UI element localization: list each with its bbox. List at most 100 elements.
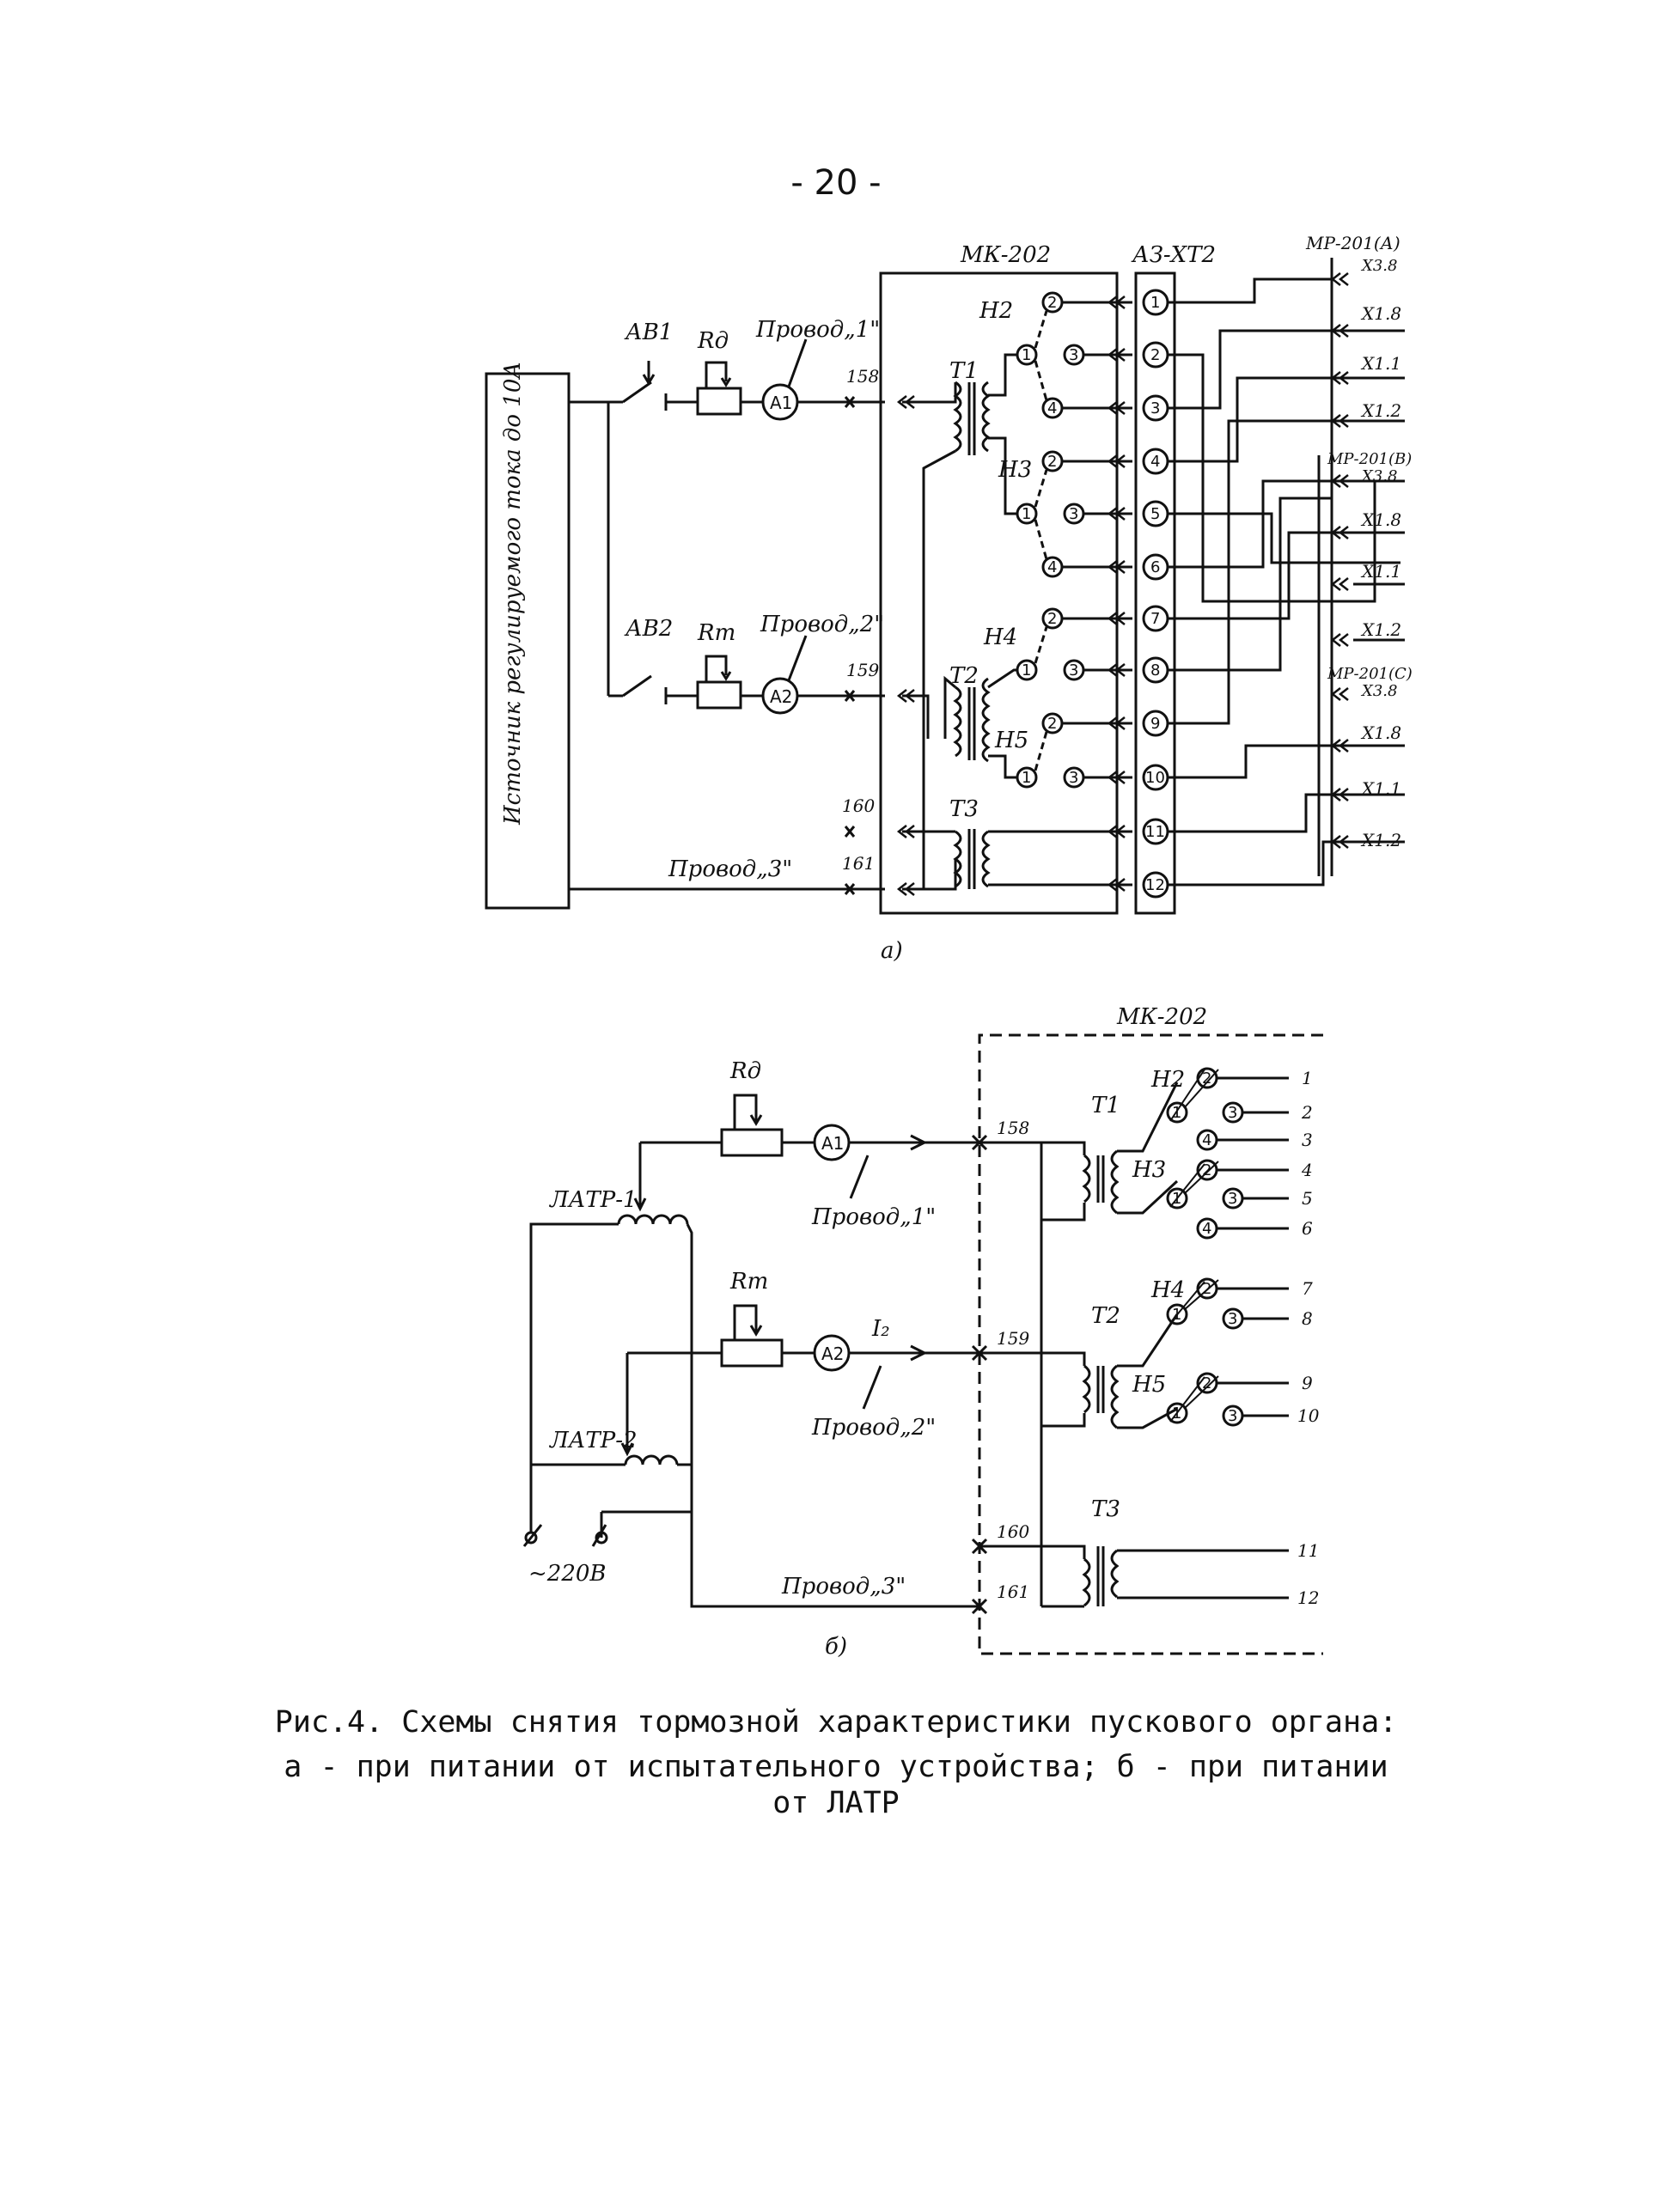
svg-text:5: 5 [1150,505,1160,523]
winding-h3-label: Н3 [998,457,1032,483]
caption-line-1: Рис.4. Схемы снятия тормозной характерис… [274,1705,1398,1740]
winding-h2-label: Н2 [979,298,1013,324]
switch-ab2 [622,674,652,698]
current-source-box [485,372,571,910]
svg-text:1: 1 [1022,505,1031,523]
ammeter-a1-b-label: A1 [821,1133,844,1154]
svg-text:3: 3 [1228,1190,1237,1208]
tap-labels-a: 2 1 3 4 2 1 3 4 2 1 3 2 1 3 [1022,294,1078,787]
svg-text:2: 2 [1047,453,1057,471]
mk-202-box [879,271,1119,915]
svg-text:1: 1 [1150,294,1160,312]
transformer-t2-b-label: T2 [1091,1303,1120,1329]
output-numbers-b: 1 2 3 4 5 6 7 8 9 10 11 12 [1297,1068,1320,1608]
svg-text:3: 3 [1150,399,1160,417]
diagram-b [522,1033,1323,1655]
svg-text:2: 2 [1047,294,1057,312]
wire-number-158-b: 158 [997,1118,1029,1138]
winding-h4-b-label: Н4 [1150,1277,1185,1303]
wire-number-160-b: 160 [997,1521,1029,1542]
diagram-a-label: а) [881,938,903,964]
svg-text:6: 6 [1150,558,1160,576]
relay-a-name: МР-201(А) [1305,233,1400,253]
transformer-t3-b-label: T3 [1091,1496,1120,1522]
svg-text:3: 3 [1228,1104,1237,1122]
svg-text:Х1.1: Х1.1 [1360,561,1401,582]
switch-ab1 [622,381,652,404]
resistor-rt [696,680,742,710]
winding-h4-label: Н4 [983,625,1017,650]
arrows-a [642,271,1405,897]
svg-text:3: 3 [1302,1130,1313,1150]
relay-b-name: МР-201(В) [1327,450,1412,468]
svg-text:2: 2 [1202,1374,1211,1392]
svg-text:7: 7 [1302,1278,1313,1299]
page-number: - 20 - [790,163,882,203]
svg-text:4: 4 [1202,1220,1211,1238]
svg-text:2: 2 [1202,1069,1211,1088]
wire-number-158: 158 [846,366,879,387]
resistor-rt-b-label: Rт [729,1269,768,1295]
svg-text:2: 2 [1047,610,1057,628]
svg-text:Х3.8: Х3.8 [1360,257,1397,275]
diagram-b-label: б) [825,1634,847,1660]
svg-text:10: 10 [1297,1405,1320,1426]
svg-text:4: 4 [1202,1131,1211,1149]
svg-text:1: 1 [1022,661,1031,679]
wire-2-label: Провод„2" [760,612,884,637]
svg-text:2: 2 [1150,346,1160,364]
svg-text:1: 1 [1172,1306,1181,1324]
wire-1-b-label: Провод„1" [811,1204,936,1230]
transformer-t1-b-label: T1 [1091,1093,1120,1118]
transformer-t2-label: T2 [949,663,979,689]
resistor-rd-b [720,1128,784,1157]
svg-text:1: 1 [1302,1068,1313,1088]
svg-text:6: 6 [1302,1218,1313,1239]
relay-labels-a: МР-201(А) Х3.8 Х1.8 Х1.1 Х1.2 МР-201(В) … [1305,233,1413,850]
current-source-label: Источник регулируемого тока до 10А [500,362,526,826]
wire-1-label: Провод„1" [755,317,880,343]
ammeter-a2-b-label: A2 [821,1344,844,1364]
winding-h5-label: Н5 [994,728,1028,753]
transformer-t1-label: T1 [949,358,979,384]
svg-text:4: 4 [1150,453,1160,471]
svg-text:Х3.8: Х3.8 [1360,467,1397,485]
svg-text:1: 1 [1022,769,1031,787]
svg-text:7: 7 [1150,610,1160,628]
ammeter-a2-label: A2 [770,686,792,707]
wire-3-b-label: Провод„3" [781,1574,906,1600]
svg-text:1: 1 [1022,346,1031,364]
caption-line-3: от ЛАТР [772,1786,900,1820]
resistor-rd-label: Rд [697,328,729,354]
svg-text:9: 9 [1150,715,1160,733]
svg-text:12: 12 [1145,876,1165,894]
wire-number-159-b: 159 [997,1328,1029,1349]
svg-text:5: 5 [1302,1188,1313,1209]
wire-3-label: Провод„3" [668,856,792,882]
svg-text:Х1.8: Х1.8 [1360,722,1401,743]
svg-text:2: 2 [1202,1280,1211,1298]
resistor-rt-b [720,1338,784,1368]
supply-label: ~220В [528,1561,607,1587]
svg-text:Х1.8: Х1.8 [1360,303,1401,324]
latr-2-label: ЛАТР-2 [548,1428,638,1453]
svg-text:8: 8 [1302,1308,1313,1329]
svg-text:Х1.2: Х1.2 [1360,400,1401,421]
transformer-t3-label: T3 [949,796,979,822]
svg-text:Х1.8: Х1.8 [1360,509,1401,530]
svg-text:3: 3 [1069,769,1078,787]
svg-text:9: 9 [1302,1373,1313,1393]
resistor-rd [696,387,742,416]
svg-text:1: 1 [1172,1190,1181,1208]
svg-text:3: 3 [1069,505,1078,523]
svg-text:8: 8 [1150,661,1160,679]
switch-ab1-label: АВ1 [624,320,673,345]
svg-text:2: 2 [1047,715,1057,733]
diagram-a [485,258,1400,915]
terminal-numbers-a: 1 2 3 4 5 6 7 8 9 10 11 12 [1145,294,1165,894]
mk-202-label-a: МК-202 [960,242,1051,268]
wire-number-160: 160 [842,795,875,816]
svg-text:1: 1 [1172,1104,1181,1122]
svg-text:3: 3 [1228,1310,1237,1328]
